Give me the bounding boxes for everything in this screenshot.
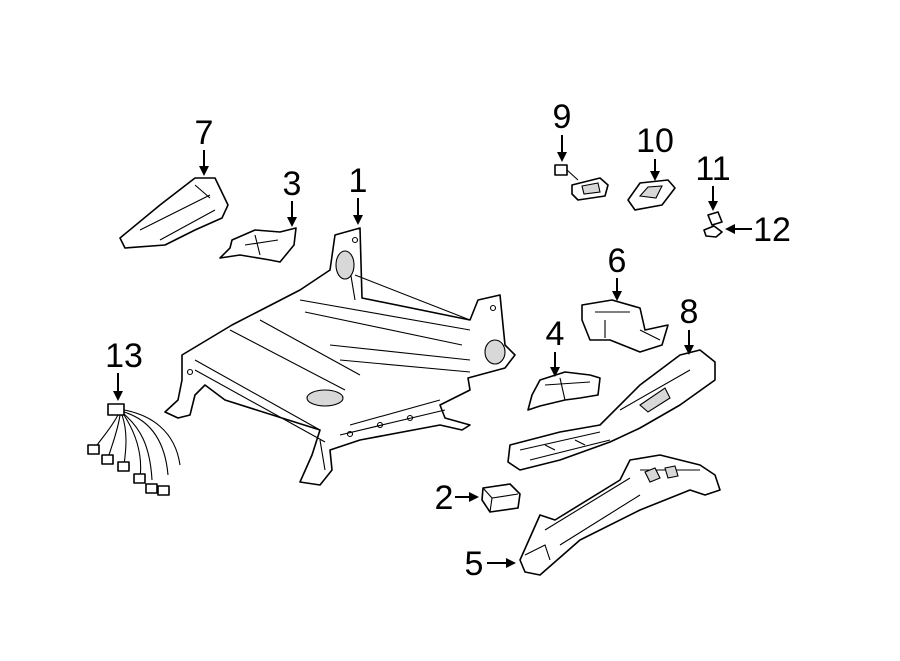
callout-4: 4 <box>546 315 565 353</box>
callout-7: 7 <box>195 114 214 152</box>
callout-6: 6 <box>608 242 627 280</box>
part-7-side-cover <box>119 177 229 249</box>
callout-labels: 1 2 3 4 5 6 7 8 9 10 11 12 13 <box>105 98 791 583</box>
callout-11: 11 <box>695 150 730 188</box>
part-8-side-shield <box>507 349 716 471</box>
part-4-bracket <box>527 371 601 411</box>
part-11-clip <box>707 211 723 226</box>
callout-5: 5 <box>465 545 484 583</box>
part-1-seat-adjuster-frame <box>164 227 516 486</box>
callout-10: 10 <box>636 122 674 160</box>
callout-12: 12 <box>753 211 791 249</box>
callout-arrows <box>113 135 752 568</box>
part-5-lower-shield <box>519 454 721 576</box>
callout-2: 2 <box>435 479 454 517</box>
part-6-bracket <box>581 299 669 353</box>
part-10-switch-bezel <box>627 179 676 211</box>
callout-13: 13 <box>105 337 143 375</box>
part-3-bracket <box>219 227 297 263</box>
callout-1: 1 <box>349 162 368 200</box>
part-12-knob <box>703 225 723 238</box>
part-13-wire-harness <box>87 403 181 496</box>
callout-3: 3 <box>283 165 302 203</box>
part-2-block <box>481 483 521 513</box>
part-9-switch <box>554 164 609 201</box>
callout-9: 9 <box>553 98 572 136</box>
callout-8: 8 <box>680 293 699 331</box>
